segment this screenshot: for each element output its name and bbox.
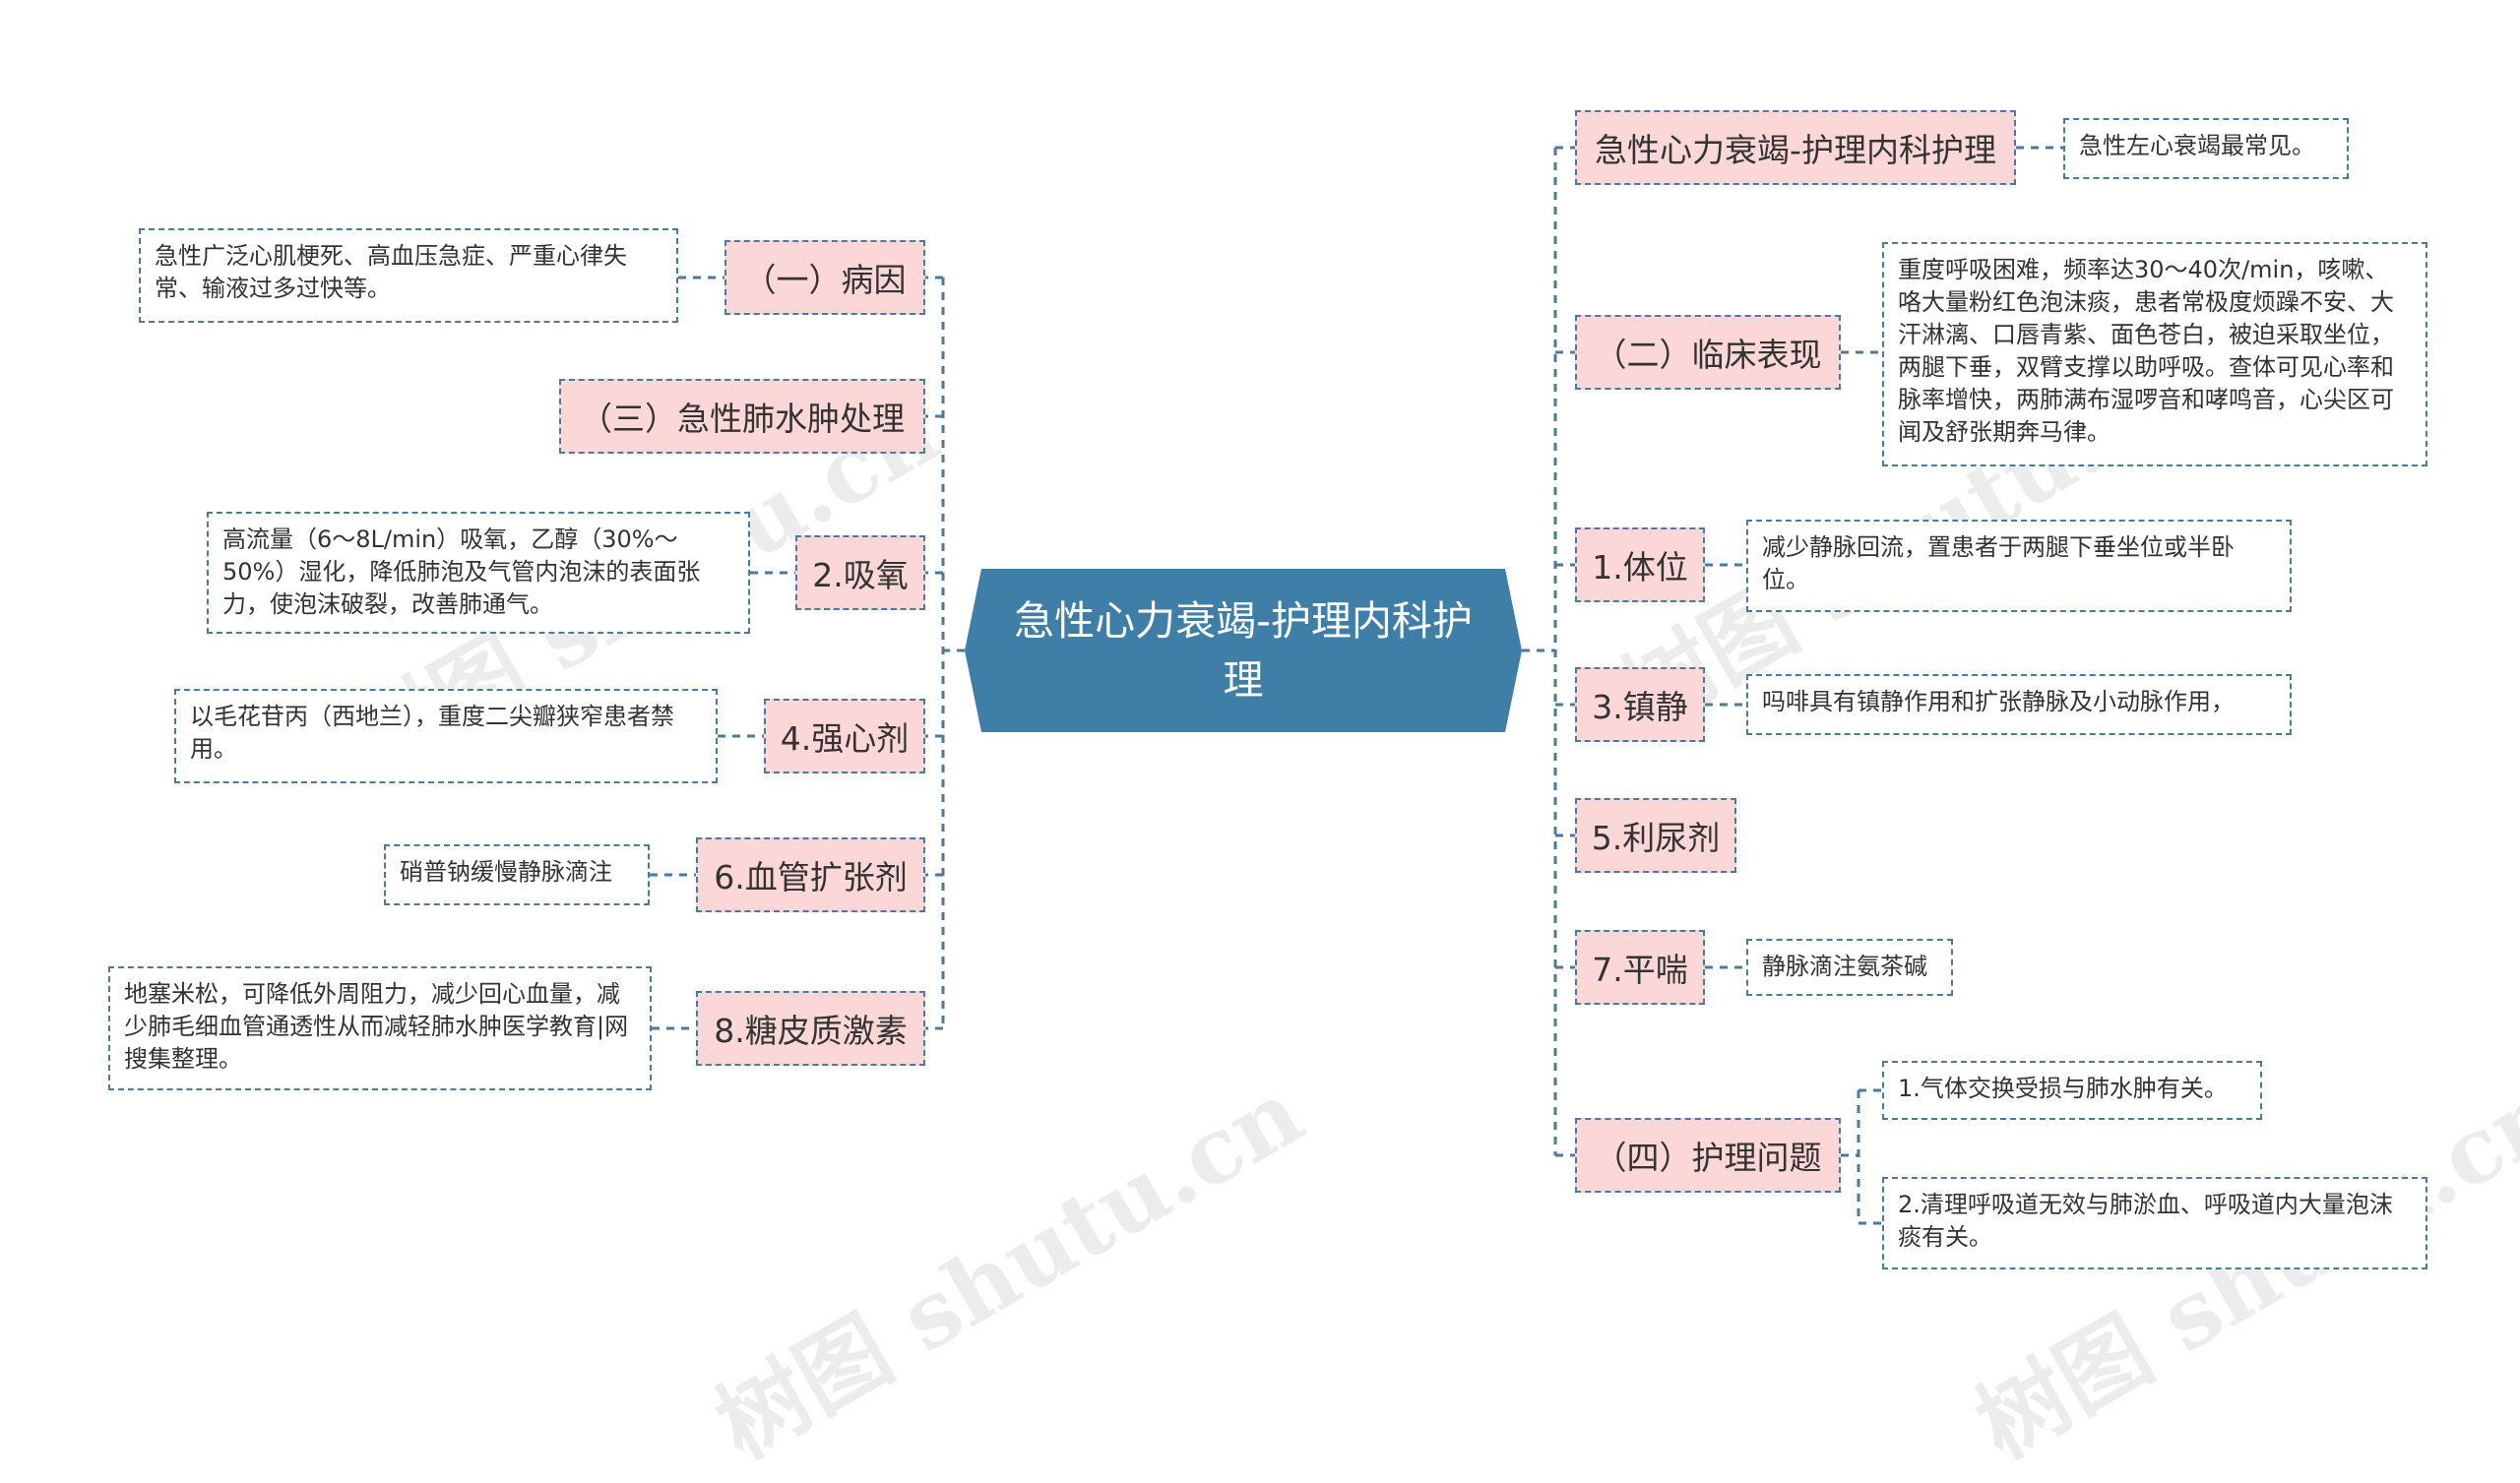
detail-position[interactable]: 减少静脉回流，置患者于两腿下垂坐位或半卧位。 bbox=[1746, 520, 2292, 612]
branch-cause[interactable]: （一）病因 bbox=[724, 240, 925, 315]
detail-nursing-problem-2[interactable]: 2.清理呼吸道无效与肺淤血、呼吸道内大量泡沫痰有关。 bbox=[1882, 1177, 2427, 1269]
branch-oxygen[interactable]: 2.吸氧 bbox=[795, 535, 925, 610]
detail-cardiotonic[interactable]: 以毛花苷丙（西地兰），重度二尖瓣狭窄患者禁用。 bbox=[174, 689, 718, 783]
branch-sedation[interactable]: 3.镇静 bbox=[1575, 667, 1705, 742]
branch-position[interactable]: 1.体位 bbox=[1575, 527, 1705, 602]
detail-clinical-manifestation[interactable]: 重度呼吸困难，频率达30～40次/min，咳嗽、咯大量粉红色泡沫痰，患者常极度烦… bbox=[1882, 242, 2427, 466]
detail-antiasthmatic[interactable]: 静脉滴注氨茶碱 bbox=[1746, 939, 1953, 996]
branch-title-repeat[interactable]: 急性心力衰竭-护理内科护理 bbox=[1575, 110, 2016, 185]
detail-glucocorticoid[interactable]: 地塞米松，可降低外周阻力，减少回心血量，减少肺毛细血管通透性从而减轻肺水肿医学教… bbox=[108, 966, 652, 1090]
root-topic[interactable]: 急性心力衰竭-护理内科护理 bbox=[965, 569, 1522, 732]
branch-cardiotonic[interactable]: 4.强心剂 bbox=[764, 699, 925, 773]
detail-cause[interactable]: 急性广泛心肌梗死、高血压急症、严重心律失常、输液过多过快等。 bbox=[139, 228, 678, 323]
detail-nursing-problem-1[interactable]: 1.气体交换受损与肺水肿有关。 bbox=[1882, 1061, 2262, 1120]
detail-oxygen[interactable]: 高流量（6～8L/min）吸氧，乙醇（30%～50%）湿化，降低肺泡及气管内泡沫… bbox=[207, 512, 750, 634]
detail-sedation[interactable]: 吗啡具有镇静作用和扩张静脉及小动脉作用， bbox=[1746, 674, 2292, 735]
connector-lines bbox=[650, 146, 2063, 1225]
mindmap-canvas: 树图 shutu.cn 树图 shutu.cn 树图 shutu.cn 树图 s… bbox=[108, 110, 2520, 1479]
detail-vasodilator[interactable]: 硝普钠缓慢静脉滴注 bbox=[384, 844, 650, 905]
branch-edema-treatment[interactable]: （三）急性肺水肿处理 bbox=[559, 379, 925, 454]
detail-most-common[interactable]: 急性左心衰竭最常见。 bbox=[2063, 118, 2349, 179]
branch-vasodilator[interactable]: 6.血管扩张剂 bbox=[696, 837, 925, 912]
branch-antiasthmatic[interactable]: 7.平喘 bbox=[1575, 930, 1705, 1005]
branch-glucocorticoid[interactable]: 8.糖皮质激素 bbox=[696, 991, 925, 1066]
branch-nursing-problems[interactable]: （四）护理问题 bbox=[1575, 1118, 1841, 1193]
branch-diuretic[interactable]: 5.利尿剂 bbox=[1575, 798, 1736, 873]
branch-clinical-manifestation[interactable]: （二）临床表现 bbox=[1575, 315, 1841, 390]
